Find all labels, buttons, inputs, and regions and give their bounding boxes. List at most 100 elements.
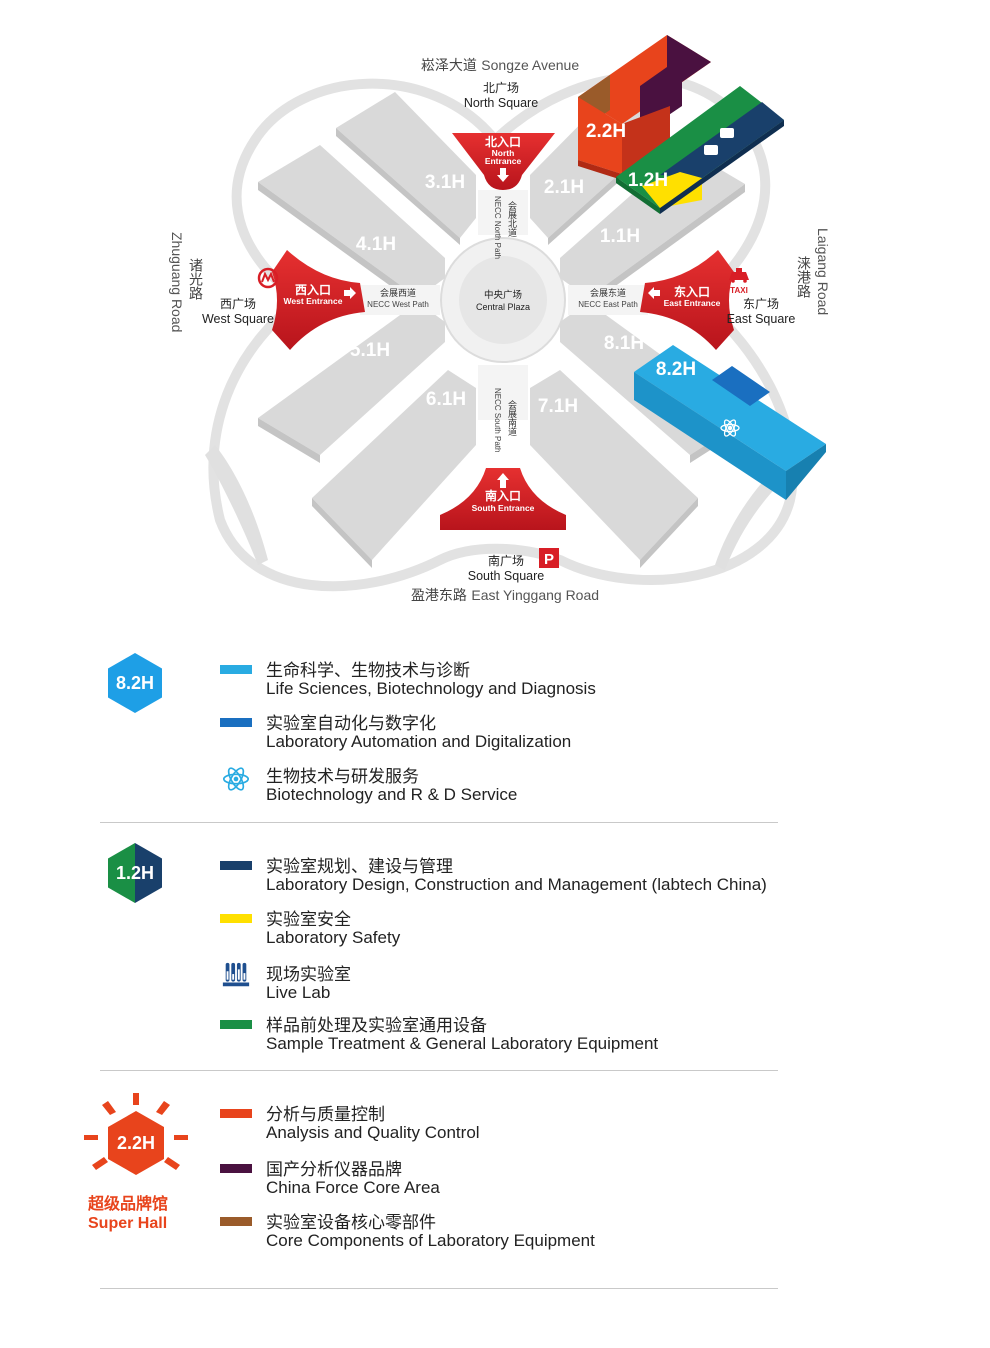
hall-1-2-label: 1.2H: [628, 170, 668, 191]
west-entrance[interactable]: 西入口 West Entrance: [272, 250, 365, 350]
swatch-purple: [220, 1164, 252, 1173]
venue-outline: [208, 72, 798, 592]
venue-map: 中央广场 Central Plaza: [169, 35, 831, 604]
north-path-label: 会展北道 NECC North Path: [493, 196, 517, 259]
north-path-en: NECC North Path: [493, 196, 502, 259]
badge-1-2h: 1.2H: [108, 843, 162, 903]
parking-icon: P: [539, 548, 559, 568]
west-path-cn: 会展西道: [380, 287, 416, 299]
divider: [100, 1070, 778, 1071]
legend-en: Laboratory Design, Construction and Mana…: [266, 875, 767, 894]
right-arrow-icon: [344, 287, 356, 299]
hall-2-1-label: 2.1H: [544, 177, 584, 198]
south-square-en: South Square: [468, 569, 544, 583]
west-square-en: West Square: [202, 312, 274, 326]
north-square-en: North Square: [464, 96, 538, 110]
east-path-en: NECC East Path: [578, 300, 638, 309]
south-entrance[interactable]: 南入口 South Entrance: [440, 468, 566, 530]
south-path-label: 会展南道 NECC South Path: [493, 388, 517, 452]
swatch-navy: [220, 861, 252, 870]
south-road: 盈港东路 East Yinggang Road: [411, 587, 599, 604]
badge-8-2h: 8.2H: [108, 653, 162, 713]
super-hall-cn: 超级品牌馆: [88, 1194, 169, 1213]
west-path-en: NECC West Path: [367, 300, 429, 309]
east-square-en: East Square: [727, 312, 796, 326]
hall-5-1[interactable]: [258, 302, 445, 463]
up-arrow-icon: [497, 473, 509, 488]
west-entrance-en: West Entrance: [284, 296, 343, 306]
west-path-label: 会展西道 NECC West Path: [367, 287, 429, 309]
north-entrance[interactable]: 北入口 North Entrance: [452, 133, 555, 190]
central-plaza: 中央广场 Central Plaza: [440, 237, 566, 363]
east-entrance-cn: 东入口: [674, 284, 710, 299]
west-entrance-cn: 西入口: [295, 283, 331, 297]
legend-cn: 分析与质量控制: [266, 1105, 385, 1125]
down-arrow-icon: [497, 168, 509, 182]
north-road: 崧泽大道 Songze Avenue: [421, 57, 579, 74]
north-square-cn: 北广场: [483, 81, 519, 95]
path-corridors: [360, 190, 648, 420]
legend-en: Laboratory Safety: [266, 928, 401, 947]
east-entrance[interactable]: 东入口 East Entrance: [640, 250, 734, 350]
south-entrance-cn: 南入口: [485, 488, 521, 503]
badge-2-2h: 2.2H: [84, 1093, 188, 1175]
north-entrance-en2: Entrance: [485, 156, 522, 166]
badge-1-2h-text: 1.2H: [116, 863, 154, 883]
hall-2-2-label: 2.2H: [586, 121, 626, 142]
divider: [100, 1288, 778, 1289]
swatch-yellow: [220, 914, 252, 923]
hall-1-1-label: 1.1H: [600, 226, 640, 247]
swatch-green: [220, 1020, 252, 1029]
hall-1-2[interactable]: 1.2H: [616, 86, 784, 214]
west-road-en: Zhuguang Road: [169, 232, 185, 332]
east-path-label: 会展东道 NECC East Path: [578, 287, 638, 309]
legend-en: Life Sciences, Biotechnology and Diagnos…: [266, 679, 596, 698]
live-lab-icon: [704, 128, 734, 155]
legend-cn: 生命科学、生物技术与诊断: [266, 661, 470, 681]
atom-icon: [222, 767, 250, 791]
hall-3-1[interactable]: [336, 92, 476, 245]
hall-8-2[interactable]: 8.2H: [634, 345, 826, 500]
legend-cn: 实验室规划、建设与管理: [266, 857, 453, 877]
east-path-cn: 会展东道: [590, 287, 626, 299]
legend-en: Analysis and Quality Control: [266, 1123, 480, 1142]
south-entrance-en: South Entrance: [472, 503, 535, 513]
legend-cn: 现场实验室: [266, 965, 351, 985]
legend-en: Laboratory Automation and Digitalization: [266, 732, 572, 751]
legend-en: Biotechnology and R & D Service: [266, 785, 518, 804]
east-road-cn: 涞港路: [795, 256, 811, 298]
hall-6-1-label: 6.1H: [426, 389, 466, 410]
hall-7-1[interactable]: [530, 370, 698, 568]
legend-cn: 实验室安全: [266, 910, 351, 930]
hall-8-2-label: 8.2H: [656, 359, 696, 380]
east-square-cn: 东广场: [743, 297, 779, 311]
legend-cn: 国产分析仪器品牌: [266, 1160, 402, 1180]
swatch-blue: [220, 718, 252, 727]
legend-en: China Force Core Area: [266, 1178, 440, 1197]
legend-cn: 实验室自动化与数字化: [266, 714, 436, 734]
central-plaza-cn: 中央广场: [484, 289, 522, 301]
north-entrance-en1: North: [492, 148, 515, 158]
north-entrance-cn: 北入口: [485, 134, 521, 149]
south-path-en: NECC South Path: [493, 388, 502, 452]
north-path-cn: 会展北道: [506, 200, 517, 238]
hall-4-1[interactable]: [258, 145, 445, 306]
swatch-brown: [220, 1217, 252, 1226]
east-road: 涞港路 Laigang Road: [795, 228, 831, 315]
legend-en: Core Components of Laboratory Equipment: [266, 1231, 595, 1250]
hall-6-1[interactable]: [312, 370, 476, 568]
badge-8-2h-text: 8.2H: [116, 673, 154, 693]
east-road-en: Laigang Road: [815, 228, 831, 315]
legend-cn: 实验室设备核心零部件: [266, 1213, 436, 1233]
metro-icon: [257, 267, 279, 289]
south-path-cn: 会展南道: [506, 399, 517, 437]
legend-cn: 生物技术与研发服务: [266, 767, 419, 787]
swatch-light-blue: [220, 665, 252, 674]
south-square-cn: 南广场: [488, 553, 524, 568]
legend-en: Live Lab: [266, 983, 331, 1002]
divider: [100, 822, 778, 823]
hall-3-1-label: 3.1H: [425, 172, 465, 193]
hall-2-2[interactable]: 2.2H: [578, 35, 711, 180]
central-plaza-en: Central Plaza: [476, 302, 530, 312]
hall-7-1-label: 7.1H: [538, 396, 578, 417]
